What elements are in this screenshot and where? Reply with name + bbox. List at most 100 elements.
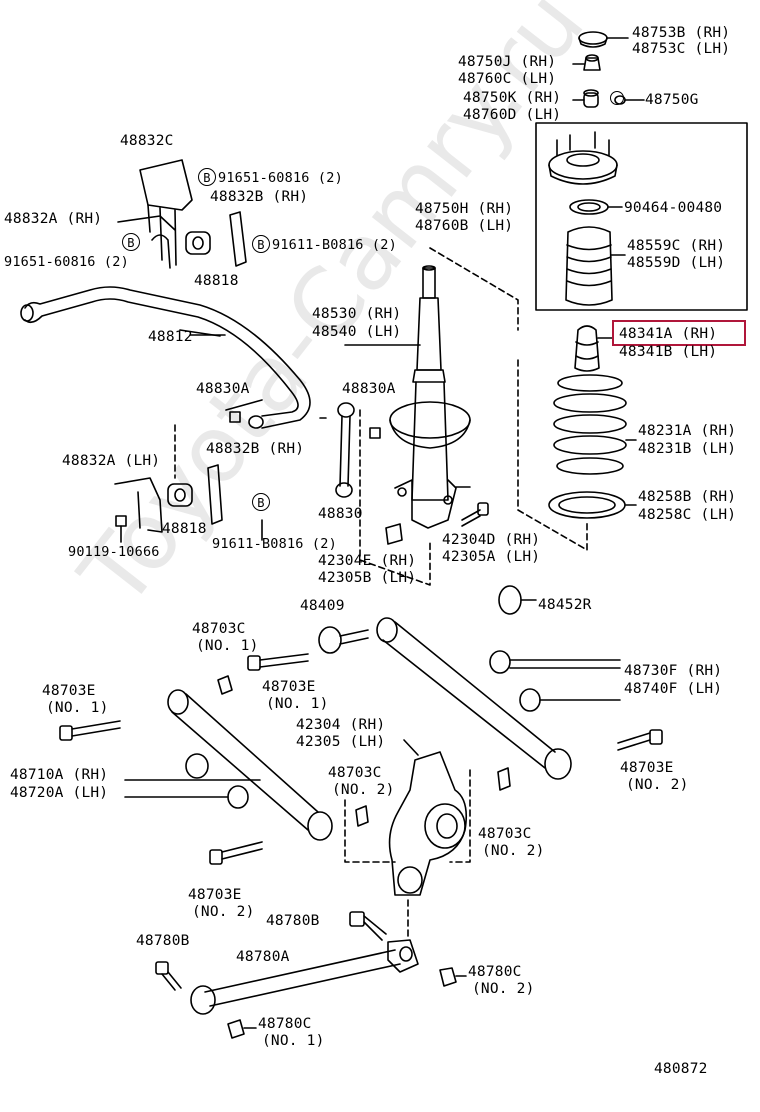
bushing-48710a-b[interactable] (125, 786, 248, 808)
label-48830[interactable]: 48830 (318, 506, 363, 522)
label-48258b[interactable]: 48258B (RH) (638, 489, 737, 505)
label-48703c-no2-mid[interactable]: 48703C (328, 765, 382, 781)
label-48832a-lh[interactable]: 48832A (LH) (62, 453, 161, 469)
coil-spring-48231a[interactable] (554, 375, 636, 474)
label-48703c-no2-right[interactable]: 48703C (478, 826, 532, 842)
nut-48780c-no1[interactable] (228, 1020, 256, 1038)
label-90464[interactable]: 90464-00480 (624, 200, 723, 216)
label-48530[interactable]: 48530 (RH) (312, 306, 402, 322)
bushing-48750k[interactable] (573, 90, 598, 107)
label-48760b[interactable]: 48760B (LH) (415, 218, 514, 234)
label-48780b-left[interactable]: 48780B (136, 933, 190, 949)
label-48703e-no1-left[interactable]: 48703E (42, 683, 96, 699)
label-48703c-no2-right-sub[interactable]: (NO. 2) (482, 843, 545, 859)
bolt-48703e-no2-right[interactable] (618, 730, 662, 750)
shock-absorber-48530[interactable] (390, 266, 470, 528)
label-48703c-no1[interactable]: 48703C (192, 621, 246, 637)
label-48703e-no1-mid-sub[interactable]: (NO. 1) (266, 696, 329, 712)
bushing-48818-top[interactable] (186, 232, 210, 254)
label-91651-top[interactable]: 91651-60816 (2) (218, 170, 343, 186)
bolt-48703e-no1-mid[interactable] (248, 654, 308, 670)
stabilizer-link-48830[interactable] (230, 403, 380, 497)
bracket-48832c[interactable] (140, 160, 192, 265)
label-48750g[interactable]: 48750G (645, 92, 699, 108)
label-48832b-top[interactable]: 48832B (RH) (210, 189, 309, 205)
label-48753b[interactable]: 48753B (RH) (632, 25, 731, 41)
label-91611-bot[interactable]: 91611-B0816 (2) (212, 536, 337, 552)
label-48832c[interactable]: 48832C (120, 133, 174, 149)
label-48703e-no2-left[interactable]: 48703E (188, 887, 242, 903)
upper-support-48750h[interactable] (549, 132, 617, 184)
label-48818-bot[interactable]: 48818 (162, 521, 207, 537)
label-91611-top[interactable]: 91611-B0816 (2) (272, 237, 397, 253)
nut-42304e[interactable] (386, 524, 402, 544)
label-48703e-no2-right-sub[interactable]: (NO. 2) (626, 777, 689, 793)
bolt-48703c-no1[interactable] (218, 676, 232, 694)
label-48703e-no1-mid[interactable]: 48703E (262, 679, 316, 695)
label-48341b[interactable]: 48341B (LH) (619, 344, 718, 360)
label-48231b[interactable]: 48231B (LH) (638, 441, 737, 457)
nut-48703c-no2-mid[interactable] (356, 806, 368, 826)
bound-stopper-48341a[interactable] (575, 326, 612, 371)
nut-48750j[interactable] (573, 55, 600, 70)
label-48780a[interactable]: 48780A (236, 949, 290, 965)
bellows-48559c[interactable] (566, 227, 625, 305)
label-42304e[interactable]: 42304E (RH) (318, 553, 417, 569)
bearing-90464[interactable] (570, 200, 622, 214)
label-90119[interactable]: 90119-10666 (68, 544, 160, 560)
dust-cap-48753[interactable] (579, 32, 628, 47)
label-48760d[interactable]: 48760D (LH) (463, 107, 562, 123)
label-48703c-no1-sub[interactable]: (NO. 1) (196, 638, 259, 654)
bolt-42304d[interactable] (462, 503, 488, 526)
lower-arm-48780a[interactable] (191, 940, 418, 1014)
label-48730f[interactable]: 48730F (RH) (624, 663, 723, 679)
label-48780c-no2-sub[interactable]: (NO. 2) (472, 981, 535, 997)
label-48703e-no1-left-sub[interactable]: (NO. 1) (46, 700, 109, 716)
bolt-48703e-no2-left[interactable] (210, 842, 262, 864)
label-48832b-mid[interactable]: 48832B (RH) (206, 441, 305, 457)
label-48703e-no2-right[interactable]: 48703E (620, 760, 674, 776)
label-48750k[interactable]: 48750K (RH) (463, 90, 562, 106)
label-48703c-no2-mid-sub[interactable]: (NO. 2) (332, 782, 395, 798)
label-48818-top[interactable]: 48818 (194, 273, 239, 289)
bushing-48730f-b[interactable] (520, 689, 620, 711)
label-48780b-top[interactable]: 48780B (266, 913, 320, 929)
spring-seat-48258b[interactable] (549, 492, 636, 518)
label-48812[interactable]: 48812 (148, 329, 193, 345)
bolt-48780b-left[interactable] (156, 962, 181, 990)
stabilizer-bar-48812[interactable] (21, 287, 310, 428)
bushing-48710a-a[interactable] (125, 754, 260, 780)
clamp-48832b-top[interactable] (230, 212, 246, 266)
label-42304d[interactable]: 42304D (RH) (442, 532, 541, 548)
bolt-48780b-top[interactable] (350, 912, 386, 940)
label-48830a-right[interactable]: 48830A (342, 381, 396, 397)
label-48231a[interactable]: 48231A (RH) (638, 423, 737, 439)
label-48559d[interactable]: 48559D (LH) (627, 255, 726, 271)
label-48780c-no2[interactable]: 48780C (468, 964, 522, 980)
label-48559c[interactable]: 48559C (RH) (627, 238, 726, 254)
bushing-48452r[interactable] (499, 586, 536, 614)
label-48740f[interactable]: 48740F (LH) (624, 681, 723, 697)
label-48750j[interactable]: 48750J (RH) (458, 54, 557, 70)
bushing-48818-bot[interactable] (168, 484, 192, 506)
bushing-48409[interactable] (319, 627, 368, 653)
label-48753c[interactable]: 48753C (LH) (632, 41, 731, 57)
nut-48703c-no2-right[interactable] (498, 768, 510, 790)
bushing-48730f-a[interactable] (490, 651, 620, 673)
label-48452r[interactable]: 48452R (538, 597, 592, 613)
label-48750h[interactable]: 48750H (RH) (415, 201, 514, 217)
arm-48710a[interactable] (168, 690, 332, 840)
clamp-48832b-mid[interactable] (208, 465, 222, 524)
label-48703e-no2-left-sub[interactable]: (NO. 2) (192, 904, 255, 920)
arm-48730f[interactable] (377, 618, 571, 779)
label-48830a-left[interactable]: 48830A (196, 381, 250, 397)
label-42305b[interactable]: 42305B (LH) (318, 570, 417, 586)
label-42304[interactable]: 42304 (RH) (296, 717, 386, 733)
bolt-48703e-no1-left[interactable] (60, 721, 120, 740)
nut-48780c-no2[interactable] (440, 968, 466, 986)
label-91651-left[interactable]: 91651-60816 (2) (4, 254, 129, 270)
label-42305a[interactable]: 42305A (LH) (442, 549, 541, 565)
label-48780c-no1-sub[interactable]: (NO. 1) (262, 1033, 325, 1049)
label-48341a[interactable]: 48341A (RH) (619, 326, 718, 342)
label-48409[interactable]: 48409 (300, 598, 345, 614)
